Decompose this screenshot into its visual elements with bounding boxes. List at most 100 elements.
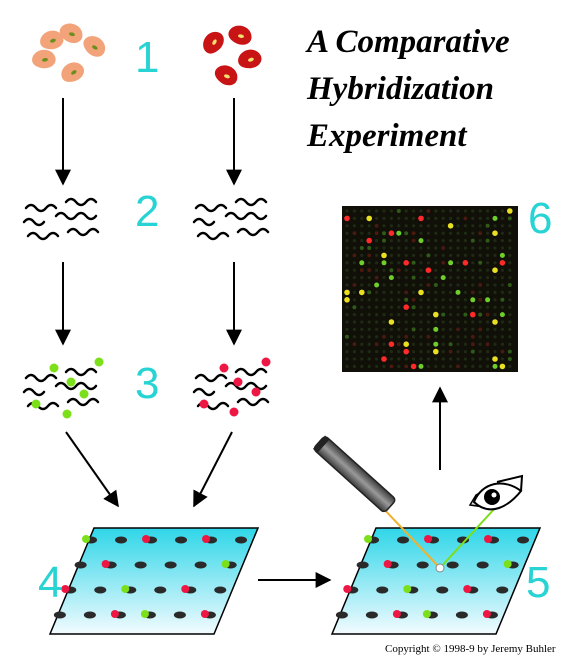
- array-spot: [508, 246, 512, 250]
- array-spot: [441, 231, 445, 235]
- eye-icon: [468, 474, 524, 511]
- array-spot: [344, 289, 350, 296]
- array-spot: [492, 230, 498, 236]
- slide-spot: [436, 586, 449, 594]
- array-spot: [382, 334, 386, 339]
- slide-spot: [173, 611, 186, 619]
- step-4-microarray-slide: [48, 527, 260, 635]
- array-spot: [360, 283, 364, 287]
- array-spot: [425, 267, 432, 274]
- slide-spot: [214, 586, 227, 594]
- array-spot: [478, 327, 483, 332]
- array-spot: [404, 239, 408, 243]
- hybridized-dye-dot: [422, 610, 431, 618]
- array-spot: [352, 342, 357, 347]
- array-spot: [397, 239, 401, 243]
- array-spot: [345, 313, 349, 317]
- slide-spot: [164, 561, 177, 569]
- array-spot: [382, 350, 386, 354]
- array-spot: [493, 253, 497, 257]
- array-spot: [397, 298, 401, 302]
- array-spot: [486, 283, 490, 287]
- array-spot: [397, 290, 401, 294]
- array-spot: [493, 313, 497, 317]
- array-spot: [470, 349, 475, 354]
- array-spot: [448, 260, 454, 266]
- array-spot: [485, 342, 490, 347]
- hybridized-dye-dot: [221, 560, 230, 568]
- array-spot: [375, 357, 379, 361]
- array-spot: [382, 342, 386, 346]
- array-spot: [418, 215, 424, 222]
- array-spot: [382, 283, 386, 287]
- array-spot: [485, 297, 491, 303]
- array-spot: [397, 305, 401, 309]
- array-spot: [426, 350, 430, 354]
- array-spot: [463, 305, 467, 309]
- array-spot: [441, 312, 446, 317]
- array-spot: [456, 342, 460, 346]
- array-spot: [478, 209, 482, 213]
- slide-spot: [194, 561, 207, 569]
- array-spot: [404, 290, 409, 295]
- array-spot: [471, 320, 475, 324]
- array-spot: [412, 268, 416, 272]
- slide-spot: [455, 611, 468, 619]
- array-spot: [404, 216, 408, 220]
- array-spot: [449, 246, 453, 250]
- array-spot: [360, 239, 364, 243]
- step-3-labeled-dna-right: [192, 357, 271, 417]
- array-spot: [419, 283, 423, 287]
- array-spot: [345, 327, 349, 331]
- array-spot: [434, 290, 438, 294]
- array-spot: [500, 342, 504, 346]
- array-spot: [456, 350, 460, 354]
- array-spot: [456, 283, 460, 287]
- array-spot: [367, 261, 371, 265]
- array-spot: [493, 209, 497, 213]
- array-spot: [508, 313, 512, 317]
- array-spot: [374, 231, 379, 236]
- array-spot: [352, 327, 356, 331]
- slide-spot: [496, 586, 509, 594]
- array-spot: [426, 290, 430, 294]
- array-spot: [412, 342, 416, 346]
- array-spot: [412, 216, 416, 220]
- array-spot: [486, 253, 490, 257]
- array-spot: [381, 356, 387, 362]
- array-spot: [404, 313, 408, 317]
- array-spot: [486, 350, 490, 354]
- array-spot: [471, 305, 475, 309]
- array-spot: [471, 276, 475, 280]
- array-spot: [500, 268, 504, 272]
- array-spot: [463, 276, 467, 280]
- array-spot: [478, 297, 483, 302]
- array-spot: [345, 239, 349, 243]
- array-spot: [367, 298, 371, 302]
- title-line-1: A Comparative: [305, 24, 510, 60]
- array-spot: [434, 216, 438, 220]
- array-spot: [492, 363, 498, 369]
- array-spot: [447, 223, 454, 229]
- array-spot: [441, 350, 445, 354]
- array-spot: [434, 224, 438, 228]
- step-5-scanning: [312, 435, 542, 635]
- hybridized-dye-dot: [343, 585, 352, 593]
- array-spot: [449, 305, 453, 309]
- array-spot: [508, 327, 512, 331]
- title-line-3: Experiment: [306, 118, 467, 154]
- slide-spot: [517, 536, 530, 544]
- array-spot: [441, 342, 445, 346]
- array-spot: [456, 253, 460, 257]
- array-spot: [397, 320, 401, 324]
- array-spot: [382, 320, 386, 324]
- hybridized-dye-dot: [403, 585, 412, 593]
- array-spot: [471, 268, 475, 272]
- array-spot: [470, 311, 476, 318]
- array-spot: [389, 209, 393, 213]
- array-spot: [375, 298, 379, 302]
- array-spot: [412, 320, 416, 324]
- array-spot: [485, 312, 490, 317]
- array-spot: [397, 313, 401, 317]
